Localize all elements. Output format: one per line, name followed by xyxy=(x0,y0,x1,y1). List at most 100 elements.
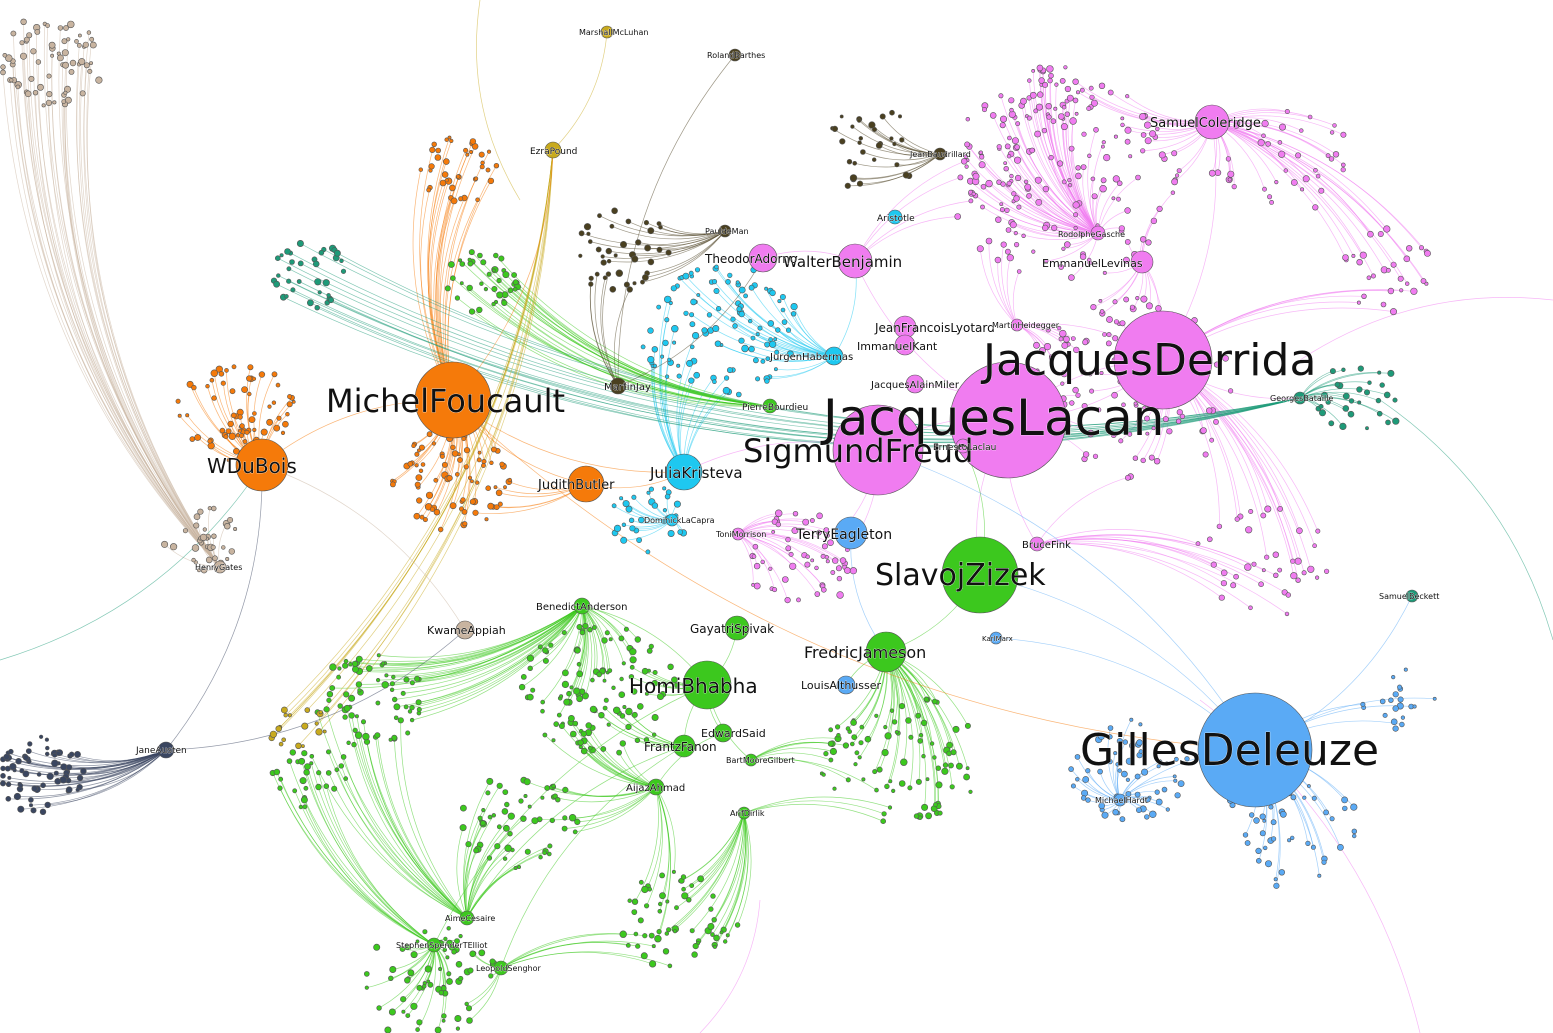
node-said[interactable] xyxy=(713,723,733,743)
node-baudrillard[interactable] xyxy=(933,147,947,161)
minor-node xyxy=(628,674,635,680)
node-zizek[interactable] xyxy=(941,536,1019,614)
minor-node xyxy=(1112,808,1119,816)
node-mcluhan[interactable] xyxy=(600,25,614,39)
minor-node xyxy=(451,450,459,457)
minor-node xyxy=(487,814,493,820)
minor-node xyxy=(1145,302,1153,310)
minor-node xyxy=(485,485,492,492)
minor-node xyxy=(454,1014,462,1022)
graph-edge xyxy=(48,102,221,568)
node-ahmad[interactable] xyxy=(647,778,665,796)
node-dubois[interactable] xyxy=(235,438,289,492)
minor-node xyxy=(846,159,853,165)
minor-node xyxy=(673,682,680,688)
node-eliot[interactable] xyxy=(426,937,442,953)
minor-node xyxy=(1118,225,1125,232)
node-coleridge[interactable] xyxy=(1194,104,1230,140)
node-spivak[interactable] xyxy=(724,615,750,641)
node-freud[interactable] xyxy=(832,404,924,496)
minor-node xyxy=(1047,77,1053,84)
node-hardt[interactable] xyxy=(1113,793,1127,807)
node-demanl[interactable] xyxy=(718,224,732,238)
node-label-appiah: KwameAppiah xyxy=(427,624,506,637)
minor-node xyxy=(523,793,528,798)
node-foucault[interactable] xyxy=(414,361,492,439)
node-laclau[interactable] xyxy=(955,438,971,454)
minor-node xyxy=(339,258,344,263)
node-aristotle[interactable] xyxy=(887,209,903,225)
graph-edge xyxy=(1036,538,1262,585)
node-heidegger[interactable] xyxy=(1010,318,1024,332)
minor-node xyxy=(686,897,692,903)
minor-node xyxy=(301,722,309,730)
minor-node xyxy=(231,412,237,419)
node-jay[interactable] xyxy=(609,377,627,395)
minor-node xyxy=(631,711,638,718)
node-adorno[interactable] xyxy=(748,243,778,273)
node-jameson[interactable] xyxy=(865,631,907,673)
minor-node xyxy=(464,1001,469,1007)
node-barthes[interactable] xyxy=(728,48,742,62)
minor-node xyxy=(1060,370,1068,378)
node-beckett[interactable] xyxy=(1405,589,1419,603)
node-deleuze[interactable] xyxy=(1197,692,1313,808)
node-anderson[interactable] xyxy=(573,597,591,615)
minor-node xyxy=(1026,193,1032,199)
minor-node xyxy=(469,498,476,505)
minor-node xyxy=(694,267,701,273)
node-fink[interactable] xyxy=(1029,536,1045,552)
node-austen[interactable] xyxy=(157,741,175,759)
minor-node xyxy=(457,457,463,463)
graph-edge xyxy=(862,151,941,161)
node-bhabha[interactable] xyxy=(682,660,732,710)
graph-edge xyxy=(325,786,435,946)
minor-node xyxy=(1272,551,1280,558)
minor-node xyxy=(477,450,482,455)
minor-node xyxy=(381,661,386,666)
minor-node xyxy=(226,458,231,463)
minor-node xyxy=(323,706,330,713)
graph-edge xyxy=(298,149,554,747)
node-derrida[interactable] xyxy=(1113,310,1213,410)
graph-edge xyxy=(272,772,435,946)
node-eagleton[interactable] xyxy=(834,516,868,550)
node-benjamin[interactable] xyxy=(837,243,873,279)
minor-node xyxy=(221,545,226,550)
node-dirlik[interactable] xyxy=(737,806,751,820)
node-marx[interactable] xyxy=(989,631,1003,645)
minor-node xyxy=(1234,516,1240,522)
node-pound[interactable] xyxy=(544,141,562,159)
node-lacapra[interactable] xyxy=(665,513,679,527)
node-butler[interactable] xyxy=(567,465,605,503)
node-cesaire[interactable] xyxy=(459,910,475,926)
minor-node xyxy=(434,154,442,161)
node-lacan[interactable] xyxy=(949,361,1067,479)
graph-edge xyxy=(750,752,832,761)
minor-node xyxy=(1227,177,1232,182)
node-bourdieu[interactable] xyxy=(762,398,778,414)
minor-node xyxy=(207,438,213,444)
node-fanon[interactable] xyxy=(672,734,696,758)
node-morrison[interactable] xyxy=(731,527,745,541)
node-habermas[interactable] xyxy=(824,346,844,366)
node-appiah[interactable] xyxy=(455,620,475,640)
minor-node xyxy=(1124,238,1131,245)
node-senghor[interactable] xyxy=(493,960,509,976)
minor-node xyxy=(1365,426,1369,431)
node-gates[interactable] xyxy=(213,560,227,574)
minor-node xyxy=(352,727,358,733)
minor-node xyxy=(667,963,673,969)
node-kristeva[interactable] xyxy=(665,453,703,491)
node-gilbert[interactable] xyxy=(744,753,758,767)
node-gasche[interactable] xyxy=(1090,225,1106,241)
node-bataille[interactable] xyxy=(1293,391,1307,405)
minor-node xyxy=(900,758,908,766)
node-miller[interactable] xyxy=(905,374,925,394)
minor-node xyxy=(1082,339,1089,346)
minor-node xyxy=(1405,245,1413,252)
node-althusser[interactable] xyxy=(836,675,856,695)
node-kant[interactable] xyxy=(894,334,916,356)
node-levinas[interactable] xyxy=(1130,250,1154,274)
graph-edge xyxy=(581,230,726,246)
